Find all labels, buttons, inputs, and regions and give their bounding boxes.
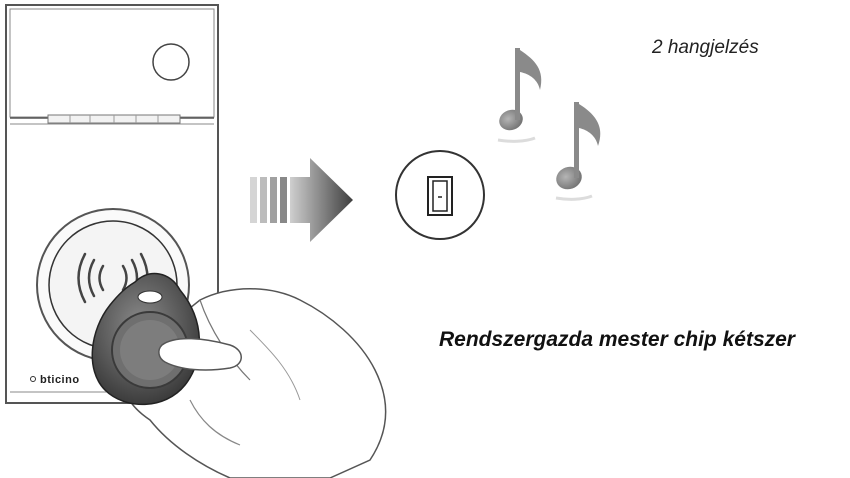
music-note-icon xyxy=(553,102,600,199)
instruction-caption: Rendszergazda mester chip kétszer xyxy=(439,328,795,352)
music-note-icon xyxy=(496,48,541,141)
brand-logo-text: bticino xyxy=(40,374,80,386)
led-strip xyxy=(48,115,180,123)
signal-caption: 2 hangjelzés xyxy=(652,37,759,59)
arrow-right-icon xyxy=(250,158,353,242)
door-icon xyxy=(396,151,484,239)
